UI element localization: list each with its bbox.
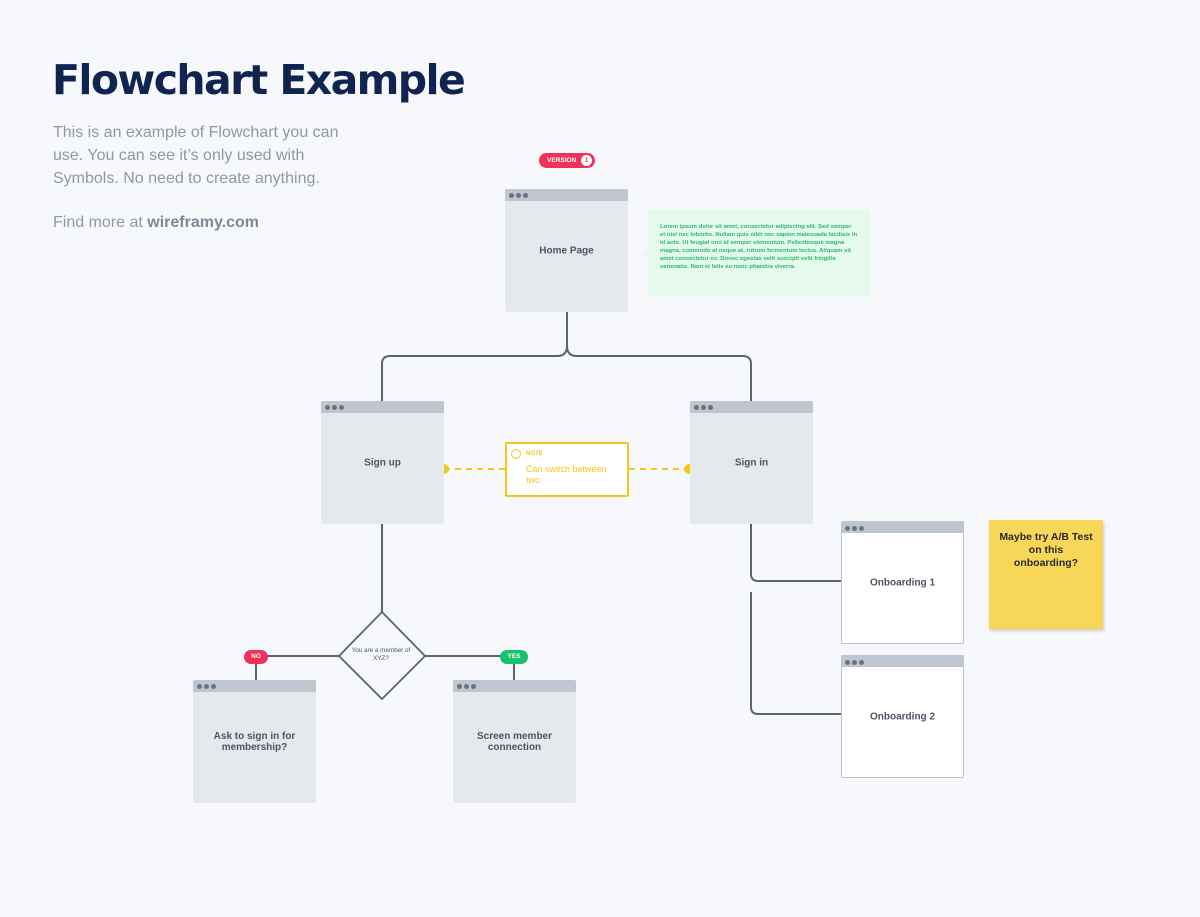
window-dot-icon	[471, 684, 476, 689]
window-dot-icon	[509, 193, 514, 198]
window-dot-icon	[516, 193, 521, 198]
window-dot-icon	[859, 660, 864, 665]
window-dot-icon	[694, 405, 699, 410]
node-ask-membership[interactable]: Ask to sign in for membership?	[193, 680, 316, 803]
node-screen-member[interactable]: Screen member connection	[453, 680, 576, 803]
node-onboarding-2[interactable]: Onboarding 2	[841, 655, 964, 778]
node-label: Sign in	[734, 457, 769, 468]
window-dot-icon	[859, 526, 864, 531]
sticky-note: Maybe try A/B Test on this onboarding?	[989, 520, 1103, 629]
window-dot-icon	[204, 684, 209, 689]
node-label: Sign up	[364, 457, 401, 468]
node-label: Ask to sign in for membership?	[213, 730, 296, 753]
window-dot-icon	[211, 684, 216, 689]
window-titlebar	[193, 680, 316, 692]
note-card: NOTE Can switch between two	[505, 442, 629, 497]
window-dot-icon	[708, 405, 713, 410]
node-label: Onboarding 2	[870, 711, 935, 722]
window-dot-icon	[701, 405, 706, 410]
decision-label: You are a member of XYZ?	[351, 647, 411, 662]
yes-badge: YES	[500, 650, 528, 664]
window-titlebar	[690, 401, 813, 413]
no-badge: NO	[244, 650, 268, 664]
window-dot-icon	[325, 405, 330, 410]
window-dot-icon	[852, 526, 857, 531]
window-dot-icon	[339, 405, 344, 410]
window-dot-icon	[464, 684, 469, 689]
note-circle-icon	[511, 449, 521, 459]
connector-onboarding2	[750, 592, 841, 715]
note-heading: NOTE	[526, 451, 543, 457]
node-home-page[interactable]: Home Page	[505, 189, 628, 312]
window-dot-icon	[523, 193, 528, 198]
connector-decision-no	[255, 655, 339, 680]
find-more-prefix: Find more at	[53, 214, 148, 231]
node-sign-in[interactable]: Sign in	[690, 401, 813, 524]
window-titlebar	[453, 680, 576, 692]
window-dot-icon	[457, 684, 462, 689]
window-dot-icon	[852, 660, 857, 665]
page-description: This is an example of Flowchart you can …	[53, 124, 339, 187]
window-dot-icon	[197, 684, 202, 689]
window-titlebar	[841, 521, 964, 533]
find-more-link[interactable]: wireframy.com	[147, 214, 260, 231]
window-titlebar	[321, 401, 444, 413]
connector-home-split	[381, 311, 752, 401]
node-label: Home Page	[539, 245, 594, 256]
version-badge: VERSION 1	[539, 153, 595, 168]
version-label: VERSION	[547, 157, 577, 164]
comment-note-green: Lorem ipsum dolor sit amet, consectetur …	[643, 210, 870, 296]
window-titlebar	[841, 655, 964, 667]
node-label: Screen member connection	[476, 730, 553, 753]
connector-signin-onboarding1	[750, 523, 841, 582]
note-text: Can switch between two	[526, 464, 607, 485]
decision-diamond	[337, 610, 427, 701]
window-dot-icon	[845, 660, 850, 665]
find-more-text: Find more at wireframy.com	[53, 213, 259, 233]
node-sign-up[interactable]: Sign up	[321, 401, 444, 524]
window-dot-icon	[845, 526, 850, 531]
node-label: Onboarding 1	[870, 577, 935, 588]
version-number: 1	[581, 155, 592, 166]
window-dot-icon	[332, 405, 337, 410]
window-titlebar	[505, 189, 628, 201]
node-onboarding-1[interactable]: Onboarding 1	[841, 521, 964, 644]
page-title: Flowchart Example	[52, 56, 466, 104]
